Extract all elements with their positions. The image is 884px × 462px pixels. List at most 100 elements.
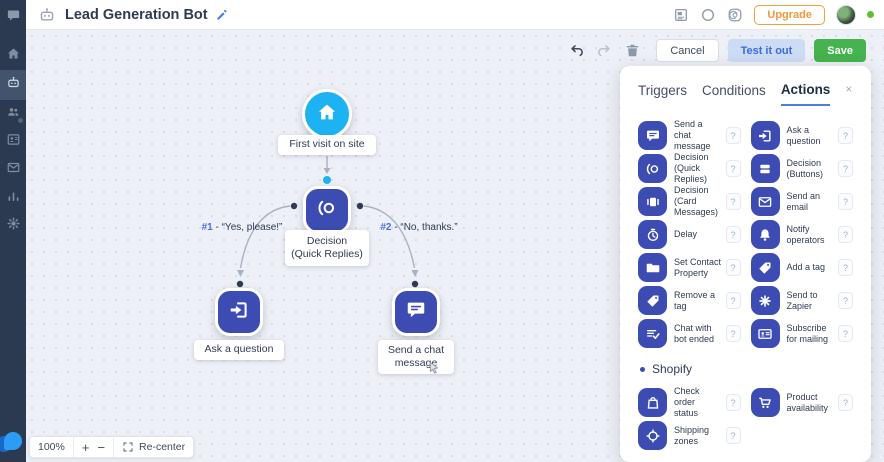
mail-icon <box>6 160 21 180</box>
help-button[interactable]: ? <box>838 160 853 177</box>
edit-title-icon[interactable] <box>215 8 229 22</box>
help-button[interactable]: ? <box>725 292 741 309</box>
bot-icon <box>38 6 56 24</box>
help-button[interactable]: ? <box>838 292 853 309</box>
helpcrunch-logo[interactable] <box>0 430 26 460</box>
node-send-chat-message[interactable] <box>392 288 440 336</box>
action-item-delay[interactable]: Delay? <box>638 218 741 251</box>
action-item-product-availability[interactable]: Product availability? <box>750 386 853 419</box>
help-button[interactable]: ? <box>838 394 853 411</box>
team-icon <box>6 104 21 124</box>
chat-bubble-icon <box>6 8 21 28</box>
help-button[interactable]: ? <box>838 259 853 276</box>
help-button[interactable]: ? <box>725 427 741 444</box>
panel-tabs: Triggers Conditions Actions <box>638 82 853 106</box>
upgrade-button[interactable]: Upgrade <box>754 4 825 25</box>
node-ask-a-question[interactable] <box>215 288 263 336</box>
group-bullet <box>640 366 645 372</box>
ask-icon <box>228 299 250 326</box>
home-icon <box>316 101 338 128</box>
avatar[interactable] <box>836 4 856 25</box>
canvas-toolbar: Cancel Test it out Save <box>569 39 866 62</box>
help-button[interactable]: ? <box>838 127 853 144</box>
action-item-send-a-chat-message[interactable]: Send a chat message? <box>638 119 741 152</box>
action-item-add-a-tag[interactable]: Add a tag? <box>750 251 853 284</box>
action-item-decision-buttons[interactable]: Decision (Buttons)? <box>750 152 853 185</box>
action-item-remove-a-tag[interactable]: Remove a tag? <box>638 284 741 317</box>
test-it-out-button[interactable]: Test it out <box>727 39 806 62</box>
zoom-level[interactable]: 100% <box>38 441 65 453</box>
cancel-button[interactable]: Cancel <box>656 39 719 62</box>
action-item-set-contact-property[interactable]: Set Contact Property? <box>638 251 741 284</box>
branch-label-2: #2 - “No, thanks.” <box>380 222 458 233</box>
save-button[interactable]: Save <box>814 39 866 62</box>
chat-icon <box>638 121 667 150</box>
email-icon <box>750 187 780 216</box>
help-button[interactable]: ? <box>838 325 853 342</box>
help-button[interactable]: ? <box>725 394 741 411</box>
sidebar-item-bot[interactable] <box>0 70 26 100</box>
help-button[interactable]: ? <box>725 193 741 210</box>
tag-icon <box>750 253 780 282</box>
branch-label-1: #1 - “Yes, please!” <box>201 222 283 233</box>
help-button[interactable]: ? <box>725 127 741 144</box>
quick-replies-icon <box>316 197 338 224</box>
cart-icon <box>750 388 780 417</box>
recenter-icon <box>122 441 134 453</box>
action-item-send-to-zapier[interactable]: Send to Zapier? <box>750 284 853 317</box>
action-item-notify-operators[interactable]: Notify operators? <box>750 218 853 251</box>
action-item-check-order-status[interactable]: Check order status? <box>638 386 741 419</box>
sidebar-item-stats[interactable] <box>0 184 26 212</box>
tab-conditions[interactable]: Conditions <box>702 83 766 98</box>
sidebar-item-team[interactable] <box>0 100 26 128</box>
help-button[interactable]: ? <box>838 193 853 210</box>
action-item-decision-quick-replies[interactable]: Decision (Quick Replies)? <box>638 152 741 185</box>
status-circle-icon[interactable] <box>700 7 716 23</box>
action-item-chat-with-bot-ended[interactable]: Chat with bot ended? <box>638 317 741 350</box>
help-button[interactable]: ? <box>725 259 741 276</box>
action-item-ask-a-question[interactable]: Ask a question? <box>750 119 853 152</box>
delay-icon <box>638 220 667 249</box>
redo-icon[interactable] <box>595 42 612 59</box>
help-button[interactable]: ? <box>725 226 741 243</box>
zapier-icon <box>750 286 780 315</box>
zoom-out-button[interactable]: − <box>97 439 106 455</box>
node-first-visit[interactable] <box>302 89 352 139</box>
zoom-bar: 100% + − Re-center <box>29 436 195 458</box>
node-first-visit-label[interactable]: First visit on site <box>278 135 376 155</box>
node-send-label[interactable]: Send a chat message <box>378 340 454 374</box>
sidebar-item-mail[interactable] <box>0 156 26 184</box>
sidebar-item-chat-bubble[interactable] <box>0 4 26 32</box>
badge <box>17 117 24 124</box>
zoom-in-button[interactable]: + <box>81 439 90 455</box>
node-ask-label[interactable]: Ask a question <box>194 340 284 360</box>
close-icon[interactable] <box>845 82 853 96</box>
home-icon <box>6 46 21 66</box>
action-item-shipping-zones[interactable]: Shipping zones? <box>638 419 741 452</box>
node-decision-label[interactable]: Decision (Quick Replies) <box>285 230 369 266</box>
sidebar-item-contacts[interactable] <box>0 128 26 156</box>
trash-icon[interactable] <box>624 42 641 59</box>
cursor-icon <box>426 360 442 376</box>
action-item-subscribe-for-mailing[interactable]: Subscribe for mailing? <box>750 317 853 350</box>
group-title-shopify: Shopify <box>640 362 853 376</box>
chat-ended-icon <box>638 319 667 348</box>
action-item-decision-card-messages[interactable]: Decision (Card Messages)? <box>638 185 741 218</box>
chat-icon <box>405 299 427 326</box>
news-icon[interactable] <box>673 7 689 23</box>
tag-icon <box>638 286 667 315</box>
sidebar-item-home[interactable] <box>0 42 26 70</box>
recenter-button[interactable]: Re-center <box>113 437 193 457</box>
mentions-icon[interactable] <box>727 7 743 23</box>
folder-icon <box>638 253 667 282</box>
help-button[interactable]: ? <box>838 226 853 243</box>
action-item-send-an-email[interactable]: Send an email? <box>750 185 853 218</box>
undo-icon[interactable] <box>569 42 586 59</box>
tab-actions[interactable]: Actions <box>780 82 831 106</box>
sidebar-item-settings[interactable] <box>0 212 26 240</box>
help-button[interactable]: ? <box>725 160 741 177</box>
bot-icon <box>6 75 21 95</box>
tab-triggers[interactable]: Triggers <box>638 83 688 98</box>
contacts-icon <box>6 132 21 152</box>
help-button[interactable]: ? <box>725 325 741 342</box>
